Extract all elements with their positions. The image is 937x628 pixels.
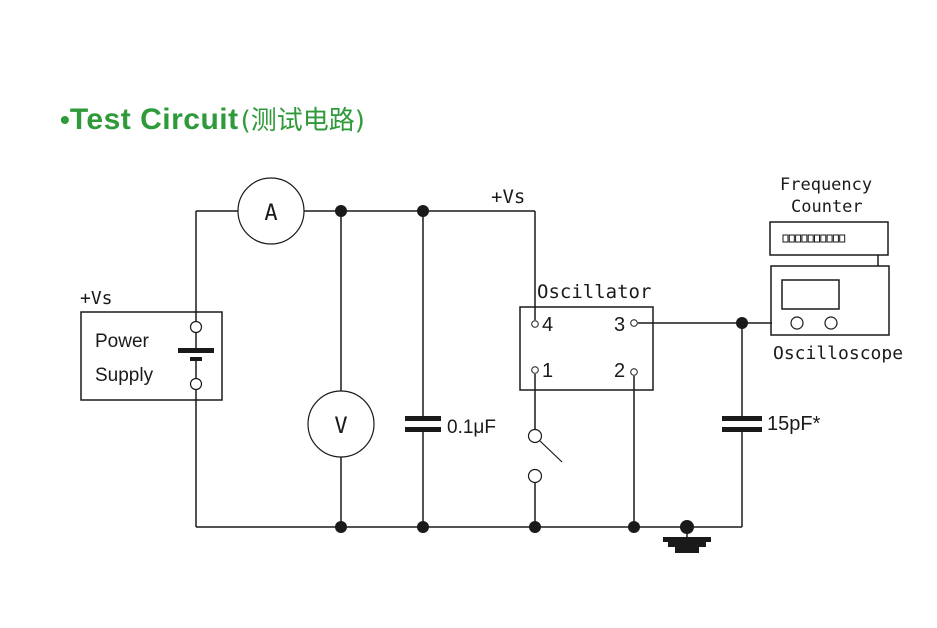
voltmeter-symbol: V bbox=[334, 414, 347, 439]
counter-display-cell bbox=[807, 234, 814, 243]
capacitor-bypass-plate-top bbox=[405, 416, 441, 421]
oscillator-pin2-label: 2 bbox=[614, 360, 625, 382]
oscilloscope-knob-icon bbox=[790, 316, 804, 330]
junction-dot bbox=[628, 521, 640, 533]
counter-display-cell bbox=[788, 234, 795, 243]
title-bullet: • bbox=[60, 104, 70, 135]
capacitor-bypass-label: 0.1μF bbox=[447, 417, 496, 438]
capacitor-load-label: 15pF* bbox=[767, 413, 821, 435]
frequency-counter-label-line2: Counter bbox=[791, 197, 863, 217]
counter-display-cell bbox=[832, 234, 839, 243]
title-chinese: (测试电路) bbox=[240, 106, 365, 136]
frequency-counter-display-icon bbox=[782, 234, 846, 243]
switch-lever-icon bbox=[539, 440, 563, 463]
switch-terminal-bottom bbox=[527, 468, 543, 484]
oscillator-pin1-label: 1 bbox=[542, 360, 553, 382]
capacitor-load-plate-top bbox=[722, 416, 762, 421]
junction-dot bbox=[417, 521, 429, 533]
ammeter-icon bbox=[237, 177, 305, 245]
power-terminal-negative bbox=[189, 377, 203, 391]
switch-terminal-top bbox=[527, 428, 543, 444]
junction-dot bbox=[417, 205, 429, 217]
counter-display-cell bbox=[820, 234, 827, 243]
voltmeter-icon bbox=[307, 390, 375, 458]
counter-display-cell bbox=[782, 234, 789, 243]
oscilloscope-screen-icon bbox=[781, 279, 840, 310]
oscillator-pin3-label: 3 bbox=[614, 314, 625, 336]
counter-display-cell bbox=[839, 234, 846, 243]
power-supply-label-line1: Power bbox=[95, 331, 150, 352]
counter-display-cell bbox=[795, 234, 802, 243]
oscilloscope-knob-icon bbox=[824, 316, 838, 330]
oscillator-pin4-terminal bbox=[531, 320, 539, 328]
oscilloscope-label: Oscilloscope bbox=[773, 343, 903, 364]
oscillator-label: Oscillator bbox=[537, 281, 651, 303]
counter-display-cell bbox=[814, 234, 820, 243]
power-supply-voltage-label: +Vs bbox=[80, 288, 113, 309]
power-supply-box bbox=[80, 311, 223, 401]
frequency-counter-box bbox=[769, 221, 889, 256]
power-terminal-positive bbox=[189, 320, 203, 334]
battery-plate-long bbox=[178, 348, 214, 353]
capacitor-load-plate-bottom bbox=[722, 427, 762, 432]
ground-icon bbox=[663, 537, 711, 553]
oscillator-pin1-terminal bbox=[531, 366, 539, 374]
counter-display-cell bbox=[826, 234, 833, 243]
junction-dot bbox=[680, 520, 694, 534]
junction-dot bbox=[335, 521, 347, 533]
junction-dot bbox=[529, 521, 541, 533]
diagram-title: • Test Circuit (测试电路) bbox=[60, 100, 365, 140]
junction-dot bbox=[736, 317, 748, 329]
oscillator-pin4-label: 4 bbox=[542, 314, 553, 336]
ammeter-symbol: A bbox=[264, 201, 277, 226]
oscillator-pin3-terminal bbox=[630, 319, 638, 327]
power-supply-label-line2: Supply bbox=[95, 365, 154, 386]
battery-plate-short bbox=[190, 357, 202, 361]
counter-display-cell bbox=[801, 234, 808, 243]
title-main: Test Circuit bbox=[69, 103, 239, 136]
supply-node-label: +Vs bbox=[491, 186, 525, 208]
junction-dot bbox=[335, 205, 347, 217]
oscilloscope-box bbox=[770, 265, 890, 336]
frequency-counter-label-line1: Frequency bbox=[780, 175, 872, 195]
oscillator-pin2-terminal bbox=[630, 368, 638, 376]
capacitor-bypass-plate-bottom bbox=[405, 427, 441, 432]
oscillator-box bbox=[519, 306, 654, 391]
